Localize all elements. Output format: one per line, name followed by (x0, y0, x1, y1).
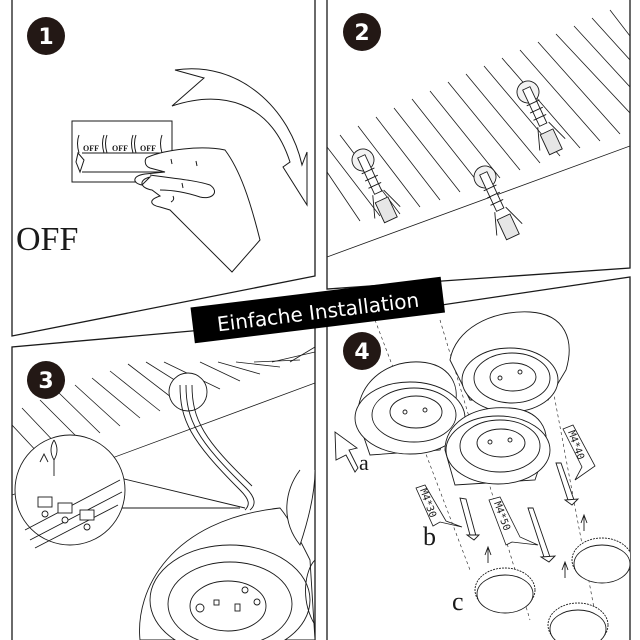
hand-icon (134, 147, 261, 273)
panel-frames (11, 0, 631, 640)
screw-icon (459, 462, 580, 563)
lamp-body-icon (139, 469, 315, 640)
panel-1-frame (11, 0, 316, 337)
lamp-head-icon (444, 407, 551, 486)
wall-anchor-icon (516, 80, 566, 156)
wire-icon (168, 372, 255, 511)
part-label-b: b (423, 522, 436, 551)
panel-4-frame (326, 276, 631, 640)
screw-label-m4x40: M4*40 (562, 424, 596, 481)
title-banner: Einfache Installation (190, 276, 446, 344)
step-2-badge: 2 (343, 13, 381, 51)
up-arrow-icon (334, 431, 359, 473)
step-4-number: 4 (354, 340, 369, 365)
part-label-c: c (452, 587, 464, 616)
led-module-icon (474, 513, 630, 640)
switch-label: OFF (112, 144, 128, 153)
screw-label-m4x50: M4*50 (488, 496, 539, 546)
panel-1: 1 OFF OFF OFF OFF (16, 17, 308, 273)
switch-label: OFF (83, 144, 99, 153)
switch-label: OFF (140, 144, 156, 153)
off-caption: OFF (16, 221, 78, 258)
step-1-badge: 1 (27, 17, 65, 55)
step-1-number: 1 (38, 25, 53, 50)
panel-4: 4 (334, 311, 630, 640)
panel-2: 2 (327, 9, 630, 258)
panel-2-frame (326, 0, 631, 290)
wall-anchor-icon (351, 148, 401, 224)
lamp-head-icon (449, 311, 570, 413)
step-3-number: 3 (38, 369, 53, 394)
terminal-block-detail-icon (14, 434, 246, 549)
light-switch-icon: OFF OFF OFF (71, 120, 173, 183)
part-label-a: a (359, 450, 369, 475)
step-4-badge: 4 (343, 332, 381, 370)
panel-3: 3 (12, 346, 315, 640)
wall-anchor-icon (473, 165, 523, 241)
curved-arrow-icon (171, 68, 308, 207)
step-3-badge: 3 (27, 361, 65, 399)
screw-label-m4x30: M4*30 (415, 484, 463, 528)
step-2-number: 2 (354, 21, 369, 46)
